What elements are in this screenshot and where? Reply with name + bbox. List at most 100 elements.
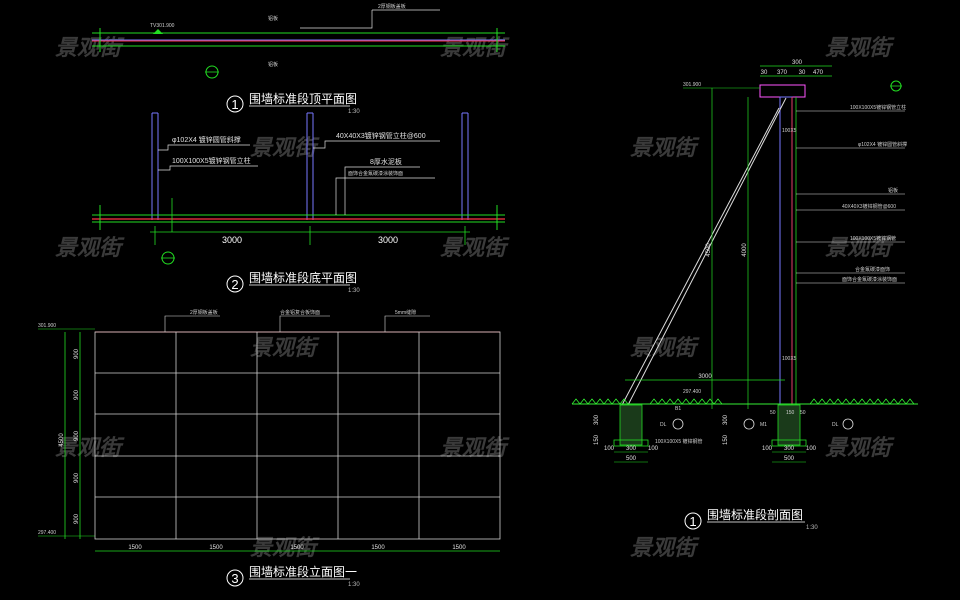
footing-level: 150 [723,434,729,445]
view-number-circle [684,512,702,530]
height-dimension: 4500 [59,433,65,447]
watermark: 景观街 [250,335,320,360]
section-callout: 面饰合金氟碳漆涂装饰面 [842,276,897,283]
height-dimension: 4500 [706,243,712,257]
column-dimension: 1500 [209,545,223,551]
small-label: 50 [770,410,776,416]
watermark: 景观街 [825,435,895,460]
ground-hatch [571,398,629,405]
column-dimension: 1500 [290,545,304,551]
row-dimension: 900 [74,348,80,359]
view-number: 1 [689,514,696,529]
footing-dim: 100 [648,446,659,452]
plan-top-label-b: 铝板 [268,61,278,68]
watermark: 景观街 [630,135,700,160]
watermark: 景观街 [250,135,320,160]
view-scale: 1:30 [348,109,360,115]
right-footing [777,404,801,446]
section-leaders [796,110,905,284]
pipe-tag: 100X5 [782,356,797,362]
small-label: 150 [786,410,795,416]
plan-callout: 面饰合金氟碳漆涂装饰面 [348,170,403,177]
pipe-tag: 100X5 [782,128,797,134]
elevation-view: 301.900 297.400 2厚钢板盖板 合金铝复合板饰面 5mm缝隙 45… [38,309,501,588]
footing-dim: 300 [784,446,795,452]
row-dimension: 900 [74,513,80,524]
footing-label: B1 [675,406,681,412]
view-scale: 1:30 [348,582,360,588]
elevation-callout: 2厚钢板盖板 [190,309,218,316]
footing-label: M1 [760,422,767,428]
plan-callout: 40X40X3镀锌钢管立柱@600 [336,131,426,140]
row-dimension: 900 [74,389,80,400]
section-cap [759,84,806,98]
view-number: 3 [231,571,238,586]
view-title: 围墙标准段底平面图 [249,270,357,285]
ground-hatch [649,398,723,405]
watermark-layer: 景观街 景观街 景观街 景观街 景观街 景观街 景观街 景观街 景观街 景观街 … [55,35,895,560]
section-top-dim: 470 [813,70,824,76]
footing-level: 300 [723,414,729,425]
section-view: 300 30 370 30 470 301.900 100X5 100X5 45… [571,60,918,531]
leader-line [313,140,440,149]
watermark: 景观街 [630,535,700,560]
bottom-plan-view: φ102X4 镀锌圆管斜撑 40X40X3镀锌钢管立柱@600 100X100X… [92,112,505,294]
watermark: 景观街 [825,235,895,260]
height-dimension: 4000 [742,243,748,257]
detail-marker-icon [743,418,755,430]
row-dimension: 900 [74,472,80,483]
section-callout: φ102X4 镀锌圆管斜撑 [858,141,907,148]
detail-marker-icon [672,418,684,430]
dimension-value: 3000 [222,235,242,245]
column-dimension: 1500 [128,545,142,551]
diagonal-brace [627,97,787,406]
section-callout: 100X100X5镀锌钢管立柱 [850,104,906,111]
detail-marker-icon [842,418,854,430]
view-scale: 1:30 [348,288,360,294]
leader-line [300,10,373,29]
right-footing-base [771,439,807,447]
view-number-circle [226,275,244,293]
small-label: DL [660,422,667,428]
ground-hatch [809,398,915,405]
leader-line [158,165,258,171]
diagonal-brace [621,107,780,406]
section-top-dim: 300 [792,60,803,66]
view-title: 围墙标准段立面图一 [249,564,357,579]
elevation-callout: 合金铝复合板饰面 [280,309,320,316]
footing-dim: 100 [806,446,817,452]
view-scale: 1:30 [806,525,818,531]
leader-line [279,315,330,332]
watermark: 景观街 [440,235,510,260]
watermark: 景观街 [55,235,125,260]
row-dimension: 900 [74,430,80,441]
panel-outline [94,331,501,540]
plan-top-label-a: 铝板 [268,15,278,22]
leader-line [158,144,250,151]
section-top-dim: 30 [761,70,768,76]
watermark: 景观街 [440,35,510,60]
leader-line [384,315,430,332]
section-callout: 合金氟碳漆面饰 [855,266,890,273]
small-label: 50 [800,410,806,416]
section-top-dim: 370 [777,70,788,76]
elevation-top-level: 301.900 [38,323,56,329]
view-number: 1 [231,97,238,112]
section-callout: 铝板 [888,187,898,194]
panel-grid [94,331,501,540]
footing-dim: 100 [604,446,615,452]
section-ground-level: 297.400 [683,389,701,395]
column-dimension: 1500 [371,545,385,551]
left-footing-base [613,439,649,447]
footing-level: 150 [594,434,600,445]
footing-dim: 300 [626,446,637,452]
section-top-dim: 30 [799,70,806,76]
leader-line [335,177,435,215]
leader-line [164,315,220,332]
section-callout: 100X100X5镀锌钢管 [850,235,896,242]
leader-line [344,166,420,215]
elevation-bottom-level: 297.400 [38,530,56,536]
steel-post [779,96,793,410]
top-plan-view: TV301.900 2厚钢板盖板 铝板 铝板 1 围墙标准段顶平面图 1:30 [92,3,505,115]
